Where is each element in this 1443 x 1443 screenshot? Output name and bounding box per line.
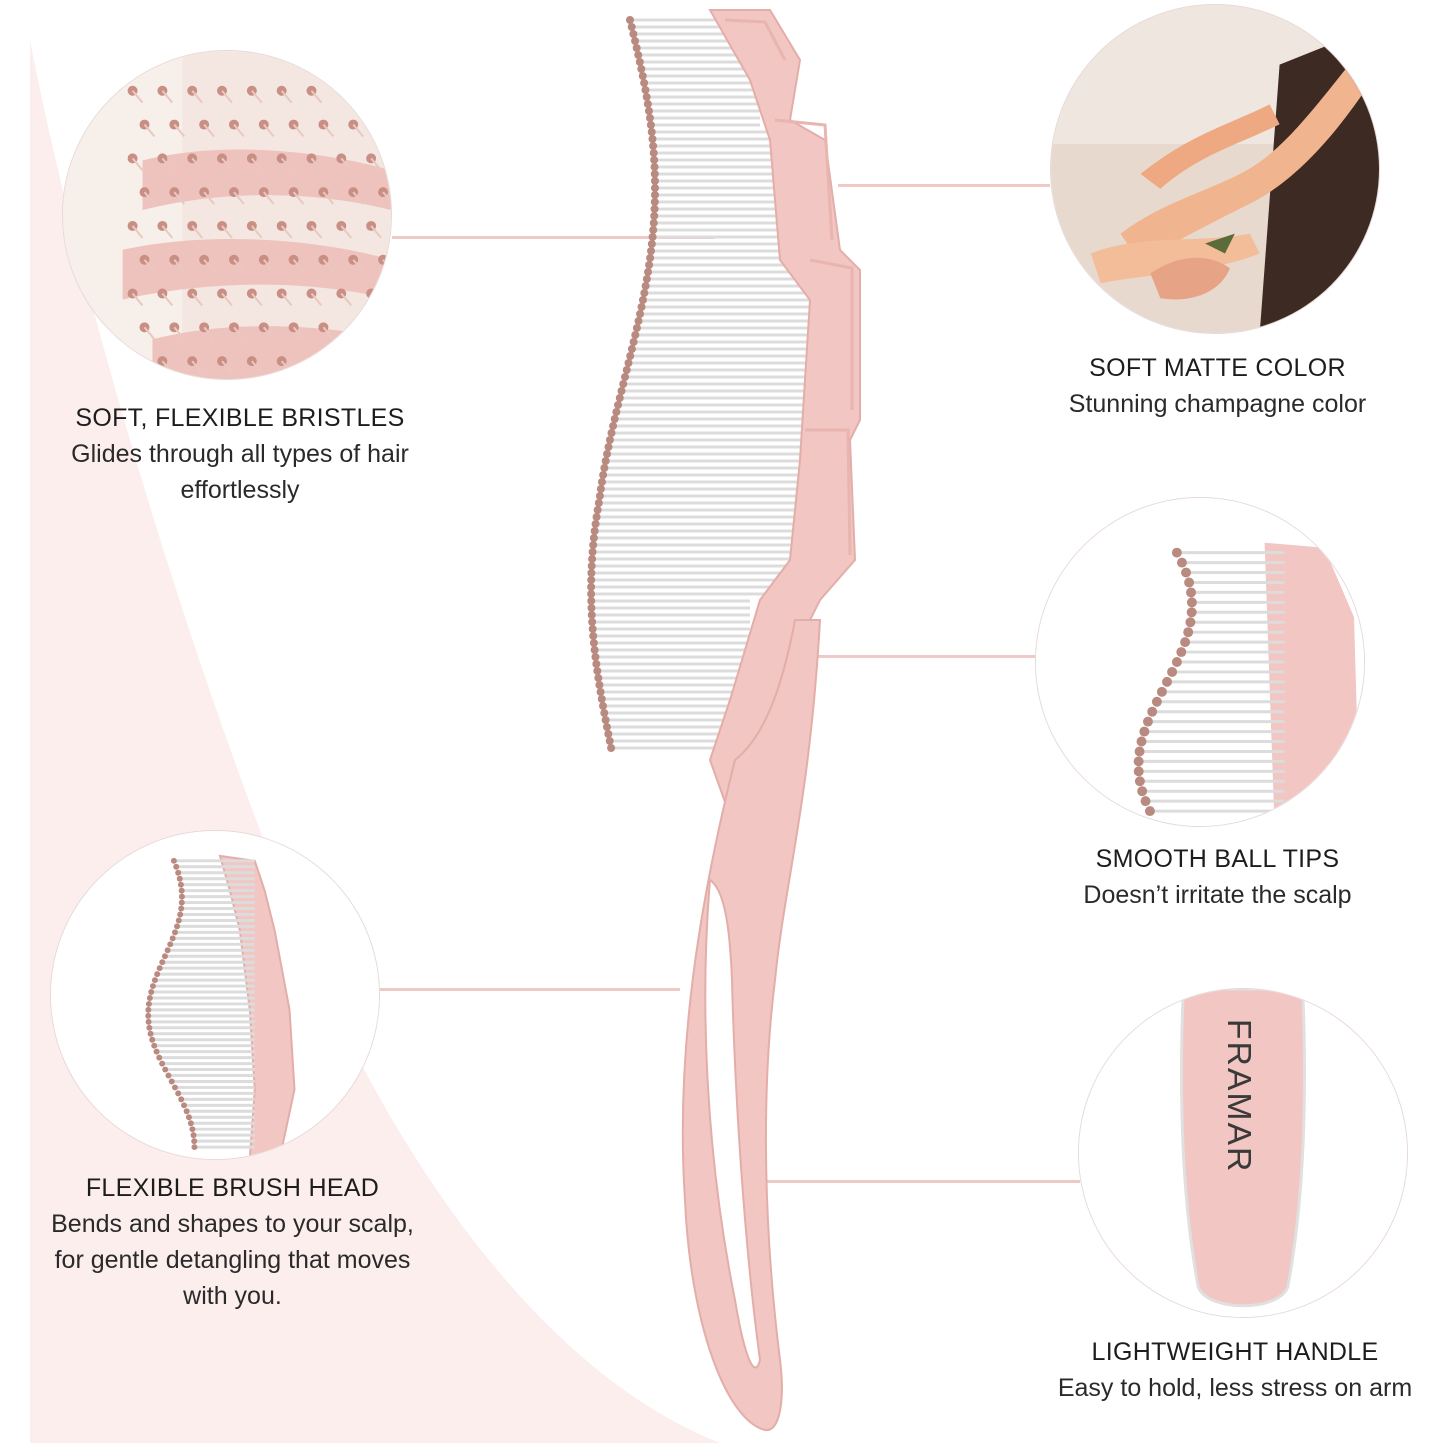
feature-head: FLEXIBLE BRUSH HEAD Bends and shapes to … <box>40 1170 425 1314</box>
champagne-brush-closeup-icon <box>1050 4 1380 334</box>
feature-handle: LIGHTWEIGHT HANDLE Easy to hold, less st… <box>1045 1334 1425 1406</box>
brand-logo-text: FRAMAR <box>1220 1019 1258 1174</box>
brush-image <box>587 9 861 1432</box>
feature-handle-desc: Easy to hold, less stress on arm <box>1057 1374 1413 1402</box>
feature-head-desc: Bends and shapes to your scalp, for gent… <box>51 1210 414 1310</box>
brush-head-closeup-icon <box>50 830 380 1160</box>
connector-tips <box>790 655 1036 658</box>
bristles-closeup-icon <box>62 50 392 380</box>
bristles <box>587 16 815 752</box>
feature-bristles-desc: Glides through all types of hair effortl… <box>71 440 409 504</box>
feature-head-title: FLEXIBLE BRUSH HEAD <box>85 1174 380 1202</box>
feature-color-title: SOFT MATTE COLOR <box>1089 354 1346 382</box>
feature-bristles-title: SOFT, FLEXIBLE BRISTLES <box>75 404 405 432</box>
feature-tips-desc: Doesn’t irritate the scalp <box>1083 881 1352 909</box>
feature-color-desc: Stunning champagne color <box>1068 390 1367 418</box>
feature-bristles: SOFT, FLEXIBLE BRISTLES Glides through a… <box>25 400 455 508</box>
connector-bristles <box>392 236 714 239</box>
feature-tips-title: SMOOTH BALL TIPS <box>1095 845 1340 873</box>
handle-closeup-icon: FRAMAR <box>1078 988 1408 1318</box>
connector-head <box>380 988 680 991</box>
feature-handle-title: LIGHTWEIGHT HANDLE <box>1091 1338 1379 1366</box>
feature-tips: SMOOTH BALL TIPS Doesn’t irritate the sc… <box>1020 841 1415 913</box>
connector-color <box>838 184 1050 187</box>
feature-color: SOFT MATTE COLOR Stunning champagne colo… <box>1020 350 1415 422</box>
connector-handle <box>740 1180 1080 1183</box>
ball-tips-closeup-icon <box>1035 497 1365 827</box>
